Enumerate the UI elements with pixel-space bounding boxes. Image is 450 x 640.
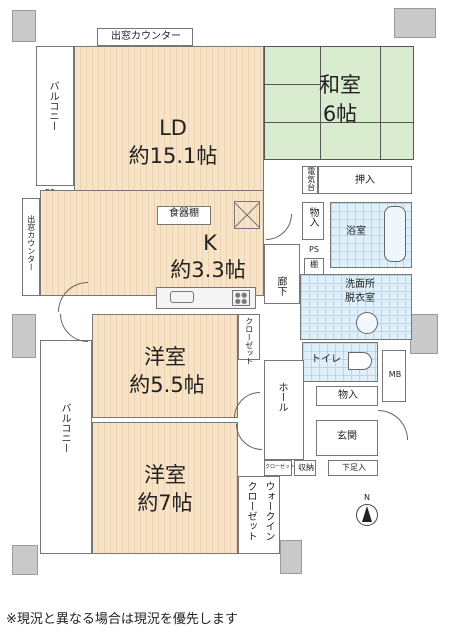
washitsu-size: 6帖: [322, 102, 358, 126]
door-swing-ld: [266, 214, 292, 240]
ld-name: LD: [159, 116, 187, 140]
room-ld: [74, 46, 264, 196]
north-arrow-needle: [362, 506, 372, 522]
room-yoshitsu-2: [92, 422, 238, 554]
entrance-door: [378, 410, 408, 440]
shoe-cabinet: 下足入: [328, 460, 378, 476]
hall-label: ホール: [276, 382, 287, 412]
walk-in-label-1: ウォークイン: [263, 481, 274, 541]
corridor-label: 廊下: [275, 276, 286, 296]
toilet-label: トイレ: [311, 354, 341, 365]
tatami-line-1: [264, 84, 320, 85]
corridor: [264, 244, 300, 304]
denki-dai: 電気台: [302, 166, 318, 194]
monoire-1-label: 物入: [307, 207, 318, 227]
toilet-icon: [348, 352, 372, 370]
monoire-2-label: 物入: [338, 390, 358, 401]
room-washitsu: [264, 46, 414, 160]
oshiire-label: 押入: [355, 175, 375, 186]
dish-cabinet: 食器棚: [157, 206, 211, 225]
bay-counter-left-label: 出窓カウンター: [26, 215, 36, 271]
door-swing-balcony-2: [60, 314, 88, 342]
stove-icon: [232, 290, 250, 306]
yoshitsu-1-size: 約5.5帖: [129, 373, 205, 397]
bay-counter-top: 出窓カウンター: [97, 28, 193, 46]
closet-2-label: クローゼット: [265, 464, 296, 470]
closet-2: クローゼット: [264, 460, 296, 476]
tatami-line-4: [264, 122, 414, 123]
yoshitsu-1-name: 洋室: [144, 345, 186, 369]
pillar-top-right: [394, 8, 436, 38]
pillar-left-mid: [12, 314, 36, 358]
ld-size: 約15.1帖: [128, 144, 218, 168]
denki-dai-label: 電気台: [306, 167, 316, 191]
pillar-bottom-left: [12, 545, 38, 575]
monoire-2: 物入: [316, 386, 378, 406]
room-ld-lower: [40, 190, 264, 296]
tatami-line-3: [380, 46, 381, 160]
fridge-space: [234, 201, 260, 229]
shoe-cabinet-label: 下足入: [342, 463, 366, 472]
hall: [264, 360, 304, 460]
bathtub-icon: [384, 206, 406, 262]
pillar-bottom-right: [280, 540, 302, 574]
storage: 収納: [294, 460, 316, 476]
balcony-top: バルコニー: [36, 46, 74, 186]
sink-icon: [170, 291, 194, 303]
kitchen-name: K: [203, 231, 217, 255]
washitsu-name: 和室: [319, 73, 361, 97]
washbasin-icon: [356, 312, 378, 334]
north-arrow: [356, 504, 378, 526]
kitchen-counter: [156, 287, 256, 309]
balcony-bottom-label: バルコニー: [59, 403, 70, 453]
meter-box: MB: [382, 350, 406, 402]
washroom-label-2: 脱衣室: [345, 293, 375, 304]
genkan: 玄関: [316, 420, 378, 456]
bay-counter-left: 出窓カウンター: [22, 198, 40, 296]
door-swing-room2: [236, 424, 262, 450]
bath-label: 浴室: [346, 226, 366, 237]
north-label: N: [364, 493, 370, 502]
tatami-line-2: [320, 46, 321, 160]
bay-counter-top-label: 出窓カウンター: [111, 31, 181, 42]
room-yoshitsu-1: [92, 314, 238, 418]
closet-1-label: クローゼット: [244, 317, 254, 365]
room-washroom: [300, 274, 412, 340]
storage-label: 収納: [298, 463, 314, 472]
genkan-label: 玄関: [337, 431, 357, 442]
yoshitsu-2-name: 洋室: [144, 463, 186, 487]
balcony-bottom: バルコニー: [40, 340, 92, 554]
monoire-1: 物入: [302, 202, 324, 240]
pillar-top-left: [12, 10, 36, 42]
walk-in-label-2: クローゼット: [245, 481, 256, 541]
ps-small-label: PS: [309, 245, 319, 254]
closet-1: クローゼット: [238, 314, 260, 365]
walk-in-closet: ウォークイン クローゼット: [238, 476, 280, 554]
pillar-mid-right: [410, 314, 438, 354]
washroom-label-1: 洗面所: [345, 279, 375, 290]
yoshitsu-2-size: 約7帖: [137, 491, 193, 515]
kitchen-size: 約3.3帖: [170, 258, 246, 282]
balcony-top-label: バルコニー: [47, 81, 58, 131]
oshiire: 押入: [318, 166, 412, 194]
disclaimer-note: ※現況と異なる場合は現況を優先します: [6, 612, 238, 627]
mb-label: MB: [388, 370, 402, 379]
